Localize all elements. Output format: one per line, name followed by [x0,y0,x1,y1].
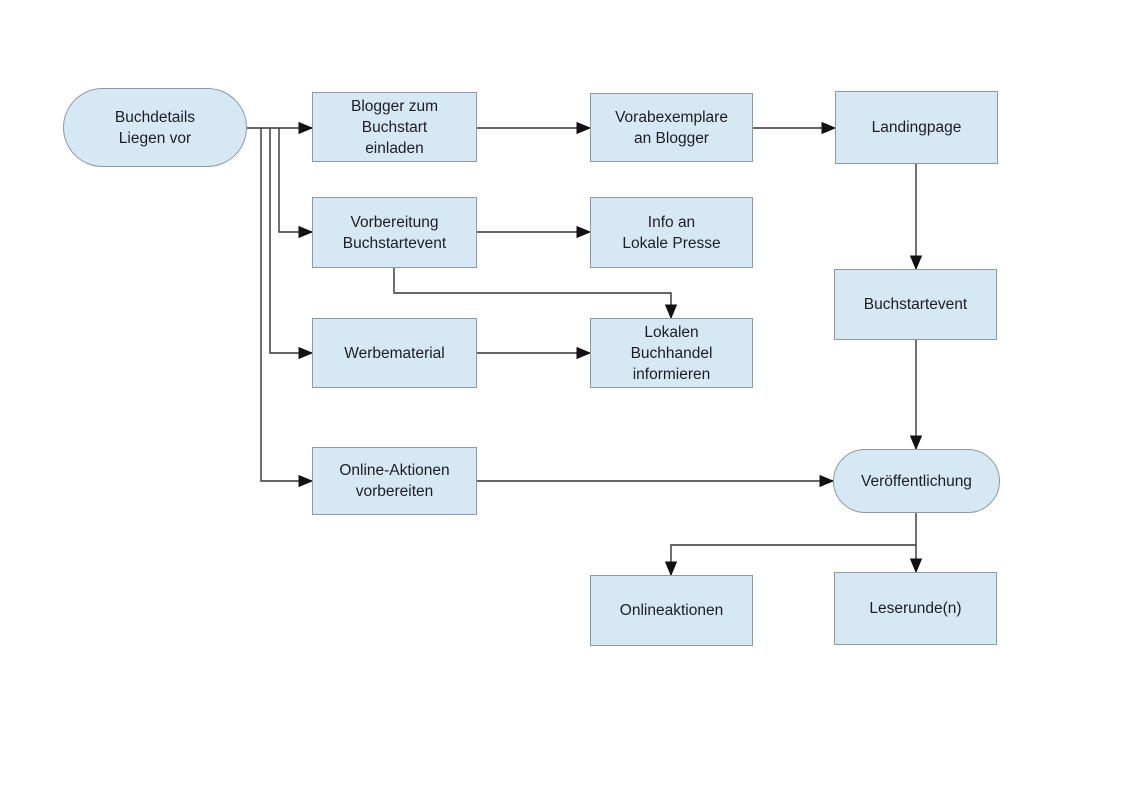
node-buchstartevent: Buchstartevent [834,269,997,340]
node-veroeffentlichung: Veröffentlichung [833,449,1000,513]
edge-start-online-aktionen [260,128,314,488]
node-buchhandel-informieren: Lokalen Buchhandel informieren [590,318,753,388]
node-start: Buchdetails Liegen vor [63,88,247,167]
edge-veroeffentlichung-onlineaktionen [664,544,916,577]
node-info-lokale-presse: Info an Lokale Presse [590,197,753,268]
node-online-aktionen-vorbereiten: Online-Aktionen vorbereiten [312,447,477,515]
edge-vorbereitung-buchhandel [393,268,678,320]
edge-start-werbematerial [269,128,314,360]
node-blogger-einladen: Blogger zum Buchstart einladen [312,92,477,162]
node-landingpage: Landingpage [835,91,998,164]
node-vorabexemplare: Vorabexemplare an Blogger [590,93,753,162]
edge-start-vorbereitung-event [278,128,314,239]
node-onlineaktionen: Onlineaktionen [590,575,753,646]
node-leserunde: Leserunde(n) [834,572,997,645]
node-vorbereitung-event: Vorbereitung Buchstartevent [312,197,477,268]
node-werbematerial: Werbematerial [312,318,477,388]
